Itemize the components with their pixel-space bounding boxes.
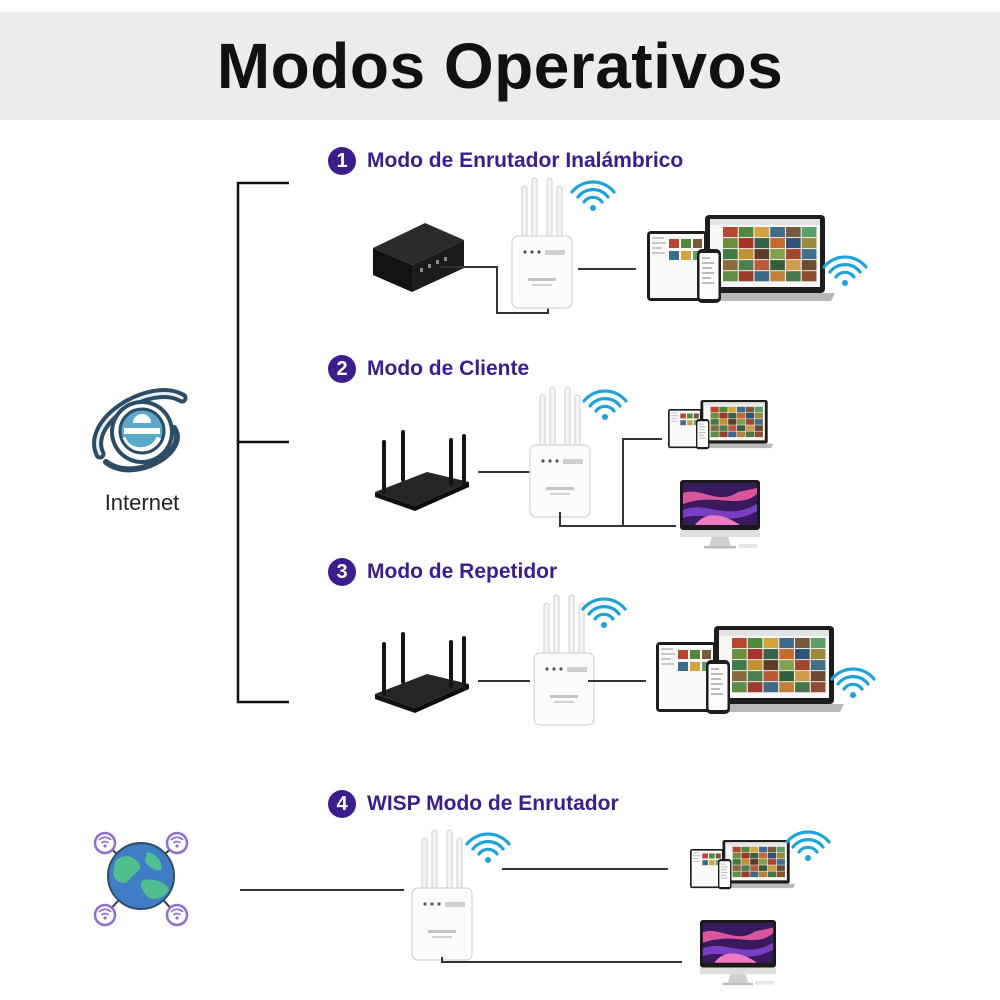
mode-3-devices <box>656 626 844 714</box>
internet-bracket <box>236 181 289 704</box>
mode-1-devices <box>647 215 835 303</box>
mode-4-label: WISP Modo de Enrutador <box>367 792 619 815</box>
mode-3-badge: 3 <box>328 558 356 586</box>
mode-1-extender <box>511 177 573 309</box>
mode-3-label: Modo de Repetidor <box>367 560 558 583</box>
mode-4-devices <box>690 840 795 889</box>
mode-1-badge: 1 <box>328 147 356 175</box>
mode-3-heading: 3 Modo de Repetidor <box>328 558 557 586</box>
mode-2-cables <box>559 438 676 527</box>
mode-4-cable-desktop <box>441 957 682 963</box>
mode-4-heading: 4 WISP Modo de Enrutador <box>328 790 619 818</box>
mode-1-label: Modo de Enrutador Inalámbrico <box>367 149 684 172</box>
mode-4-extender <box>411 829 473 961</box>
mode-2-badge: 2 <box>328 355 356 383</box>
mode-1-extender-wifi-icon <box>570 180 616 213</box>
mode-4-devices-wifi-icon <box>785 830 831 863</box>
mode-2-router <box>375 430 469 511</box>
mode-1-cable-switch <box>440 266 549 314</box>
internet-explorer-icon <box>92 388 188 473</box>
mode-2-extender-wifi-icon <box>582 389 628 422</box>
mode-4-extender-wifi-icon <box>465 832 511 865</box>
globe-network-icon <box>93 831 189 927</box>
mode-2-label: Modo de Cliente <box>367 357 530 380</box>
mode-1-switch <box>373 223 464 292</box>
mode-3-extender-wifi-icon <box>581 597 627 630</box>
mode-3-extender <box>533 594 595 726</box>
mode-2-devices <box>668 400 773 449</box>
mode-4-desktop <box>700 920 776 986</box>
mode-2-heading: 2 Modo de Cliente <box>328 355 529 383</box>
mode-3-router <box>375 632 469 713</box>
title-banner <box>0 12 1000 120</box>
mode-1-heading: 1 Modo de Enrutador Inalámbrico <box>328 147 683 175</box>
mode-4-badge: 4 <box>328 790 356 818</box>
page-title: Modos Operativos <box>216 30 784 102</box>
mode-3-devices-wifi-icon <box>830 667 876 700</box>
mode-1-devices-wifi-icon <box>822 255 868 288</box>
mode-2-desktop <box>680 480 760 549</box>
internet-label: Internet <box>104 490 180 515</box>
mode-2-extender <box>529 386 591 518</box>
